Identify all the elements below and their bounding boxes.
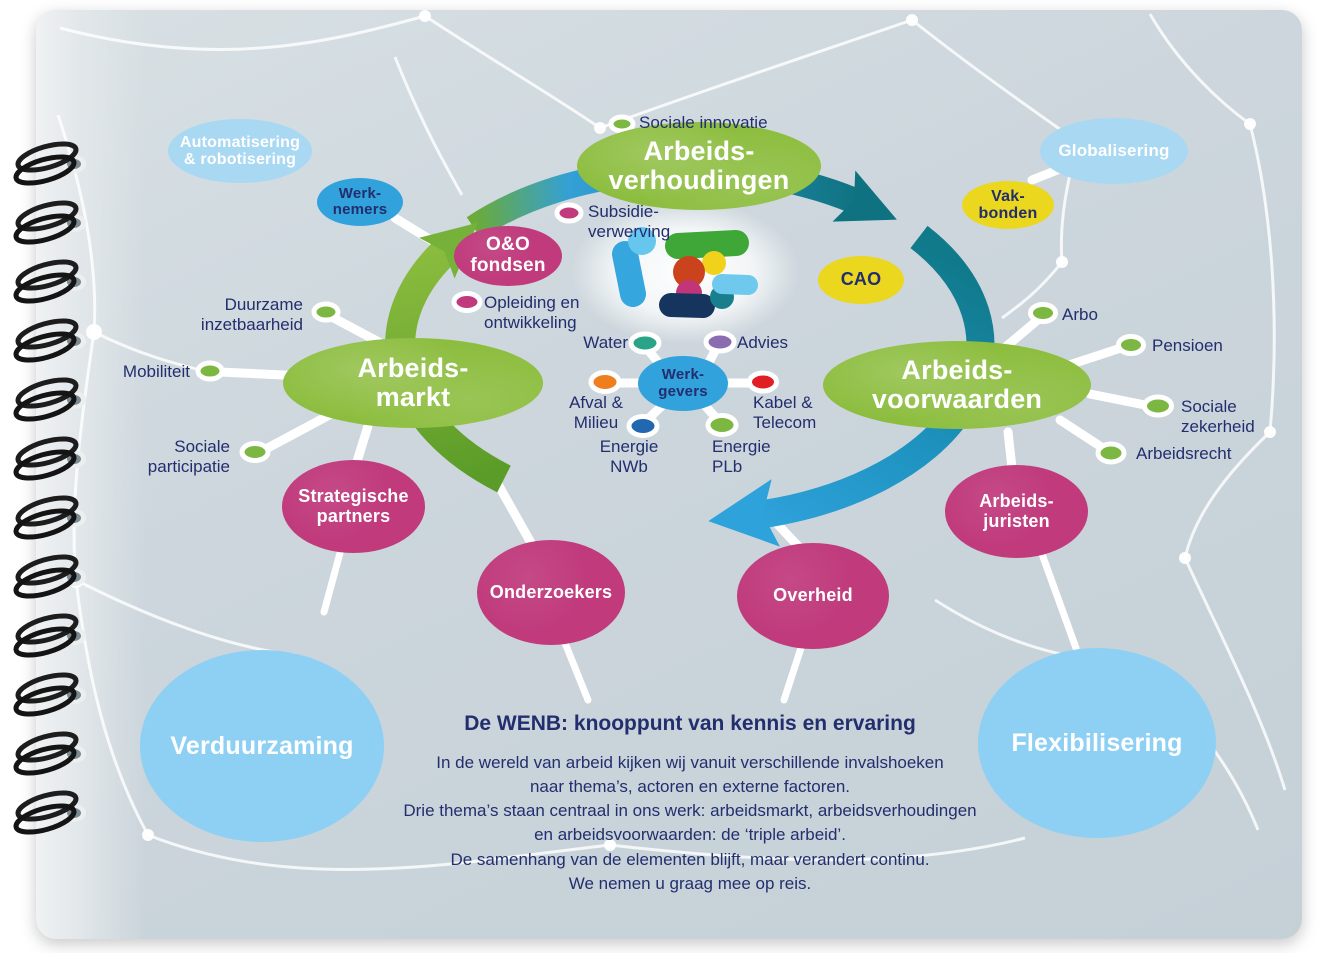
dot-advies bbox=[703, 330, 737, 354]
dot-sociale-participatie bbox=[239, 441, 271, 463]
factor-verduurzaming: Verduurzaming bbox=[140, 650, 384, 842]
logo-blob-yellow bbox=[702, 251, 726, 275]
logo-blob-green-top bbox=[665, 230, 749, 259]
label-sociale-innovatie: Sociale innovatie bbox=[639, 113, 768, 132]
logo-blob-sky-right bbox=[712, 274, 758, 295]
dot-sociale-zekerheid bbox=[1142, 394, 1174, 418]
logo-blob-blue-left bbox=[612, 241, 646, 307]
label-sociale-zekerheid: Sociale zekerheid bbox=[1181, 397, 1255, 436]
label-mobiliteit: Mobiliteit bbox=[122, 362, 190, 381]
actor-arbeidsjuristen: Arbeids- juristen bbox=[945, 465, 1088, 558]
wenb-logo bbox=[570, 200, 800, 344]
footer-body: In de wereld van arbeid kijken wij vanui… bbox=[403, 753, 977, 893]
arrowhead-green bbox=[419, 222, 478, 279]
hub-arbeidsverhoudingen: Arbeids- verhoudingen bbox=[577, 122, 821, 210]
dot-afval-milieu bbox=[588, 370, 622, 394]
actor-werkgevers: Werk- gevers bbox=[638, 356, 728, 411]
label-arbo: Arbo bbox=[1062, 305, 1098, 324]
actor-onderzoekers: Onderzoekers bbox=[477, 540, 625, 645]
footer-text: De WENB: knooppunt van kennis en ervarin… bbox=[320, 712, 1060, 896]
label-kabel-telecom: Kabel & Telecom bbox=[753, 393, 817, 432]
hub-arbeidsvoorwaarden: Arbeids- voorwaarden bbox=[823, 341, 1091, 429]
label-subsidieverwerving: Subsidie- verwerving bbox=[588, 202, 671, 241]
logo-blob-lightblue-topleft bbox=[628, 227, 656, 255]
hub-arbeidsmarkt: Arbeids- markt bbox=[283, 338, 543, 428]
label-sociale-participatie: Sociale participatie bbox=[147, 437, 230, 476]
dot-mobiliteit bbox=[195, 360, 225, 382]
logo-blob-navy-bottom bbox=[659, 293, 715, 318]
logo-blob-red-center bbox=[673, 256, 705, 288]
label-afval-milieu: Afval & Milieu bbox=[569, 393, 623, 432]
dot-subsidieverwerving bbox=[554, 202, 584, 224]
dot-arbo bbox=[1028, 302, 1058, 324]
footer-title: De WENB: knooppunt van kennis en ervarin… bbox=[464, 712, 916, 735]
actor-werknemers: Werk- nemers bbox=[317, 178, 403, 226]
label-duurzame-inzetbaarheid: Duurzame inzetbaarheid bbox=[200, 295, 303, 334]
factor-globalisering: Globalisering bbox=[1040, 118, 1188, 184]
label-advies: Advies bbox=[737, 333, 789, 352]
topic-dots bbox=[195, 114, 1174, 465]
actor-oo-fondsen: O&O fondsen bbox=[454, 226, 562, 286]
actor-strategische-partners: Strategische partners bbox=[282, 460, 425, 553]
dot-opleiding bbox=[451, 291, 483, 313]
arrowhead-teal bbox=[832, 170, 897, 222]
actor-cao: CAO bbox=[818, 256, 904, 304]
dot-water bbox=[628, 331, 662, 355]
label-energie-plb: Energie PLb bbox=[712, 437, 771, 476]
dot-duurzame-inzetbaarheid bbox=[311, 301, 341, 323]
arrowhead-blue bbox=[708, 479, 780, 547]
label-pensioen: Pensioen bbox=[1152, 336, 1223, 355]
dot-arbeidsrecht bbox=[1095, 441, 1127, 465]
dot-pensioen bbox=[1116, 334, 1146, 356]
factor-automatisering: Automatisering & robotisering bbox=[168, 119, 312, 183]
dot-kabel-telecom bbox=[747, 370, 779, 394]
label-water: Water bbox=[583, 333, 628, 352]
label-energie-nwb: Energie NWb bbox=[599, 437, 659, 476]
dot-energie-plb bbox=[705, 413, 739, 437]
actor-vakbonden: Vak- bonden bbox=[962, 181, 1054, 229]
factor-flexibilisering: Flexibilisering bbox=[978, 648, 1216, 838]
actor-overheid: Overheid bbox=[737, 543, 889, 649]
dot-energie-nwb bbox=[626, 414, 660, 438]
label-arbeidsrecht: Arbeidsrecht bbox=[1136, 444, 1232, 463]
label-opleiding: Opleiding en ontwikkeling bbox=[484, 293, 580, 332]
